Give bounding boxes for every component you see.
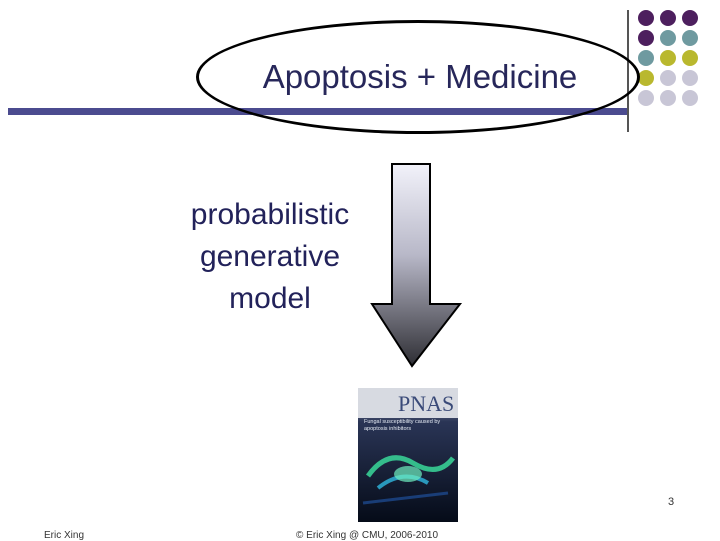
subtitle-block: probabilistic generative model — [160, 194, 380, 320]
decorative-dot — [660, 30, 676, 46]
decorative-dot — [682, 50, 698, 66]
decorative-dot — [682, 90, 698, 106]
decorative-dot — [660, 10, 676, 26]
cover-headline: Fungal susceptibility caused by apoptosi… — [364, 419, 441, 432]
decorative-dot — [638, 10, 654, 26]
journal-cover-image — [358, 388, 458, 522]
decorative-dot — [638, 50, 654, 66]
decorative-dot — [682, 70, 698, 86]
subtitle-line: probabilistic — [190, 198, 350, 231]
page-number: 3 — [668, 496, 675, 508]
decorative-dot — [660, 70, 676, 86]
decorative-dot — [638, 70, 654, 86]
decorative-dot — [638, 30, 654, 46]
title-highlight-ellipse — [196, 20, 640, 134]
subtitle-line: model — [229, 282, 311, 315]
footer-copyright: © Eric Xing @ CMU, 2006-2010 — [296, 530, 439, 541]
subtitle-line: generative — [199, 240, 341, 273]
decorative-dot — [682, 30, 698, 46]
slide-title: Apoptosis + Medicine — [262, 58, 578, 95]
footer-author: Eric Xing — [44, 530, 85, 541]
decorative-dot — [660, 90, 676, 106]
down-arrow-icon — [370, 163, 463, 368]
decorative-dot — [660, 50, 676, 66]
cover-masthead: PNAS — [398, 391, 455, 416]
decorative-dot — [638, 90, 654, 106]
pnas-journal-cover: PNAS Fungal susceptibility caused by apo… — [358, 388, 458, 522]
decorative-dot — [682, 10, 698, 26]
decorative-dot-grid — [638, 10, 698, 106]
